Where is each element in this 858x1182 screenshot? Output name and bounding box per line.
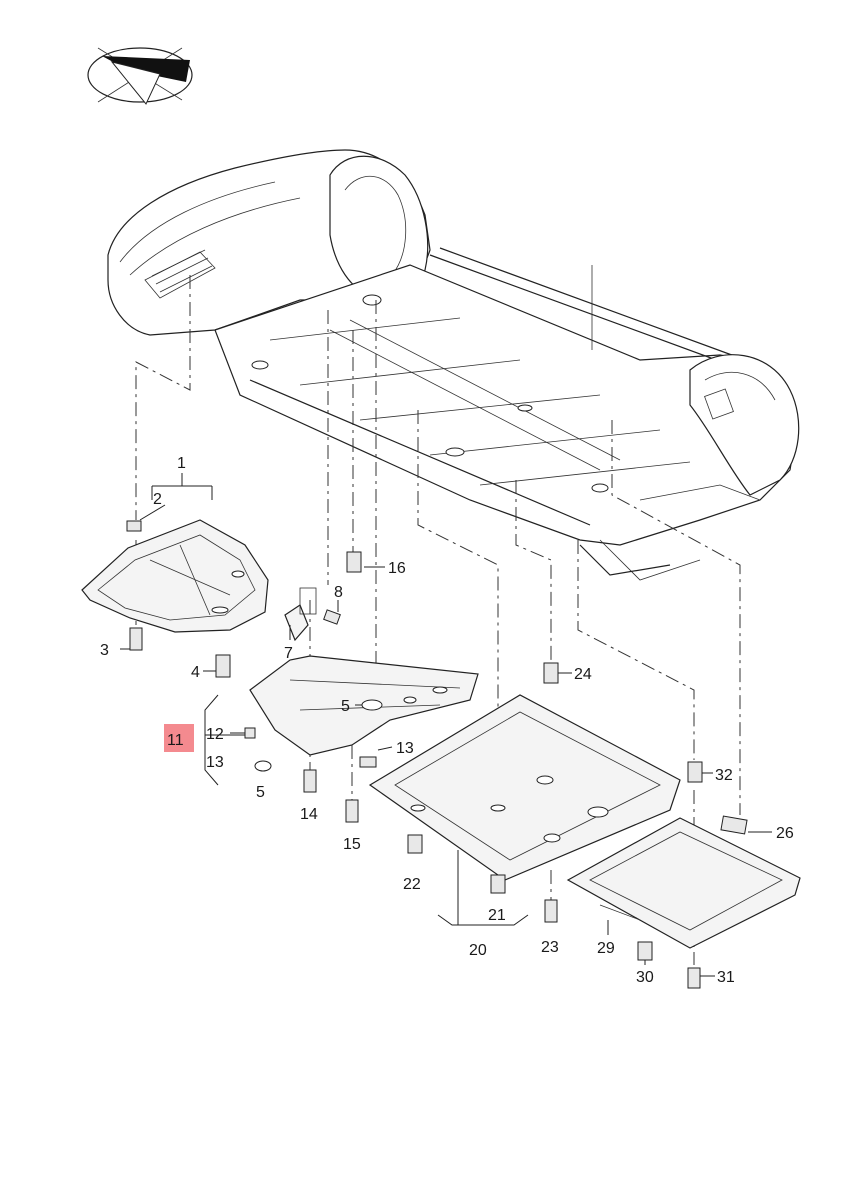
callout-11[interactable]: 11 xyxy=(167,732,184,749)
callout-3: 3 xyxy=(100,642,109,659)
callout-13-left: 13 xyxy=(206,754,224,771)
leader-lines xyxy=(120,473,772,977)
callout-20: 20 xyxy=(469,942,487,959)
callout-24: 24 xyxy=(574,666,592,683)
engine-undertray xyxy=(81,519,269,633)
callout-29: 29 xyxy=(597,940,615,957)
callout-30: 30 xyxy=(636,969,654,986)
callout-8: 8 xyxy=(334,584,343,601)
callout-2: 2 xyxy=(153,491,162,508)
callout-labels: 1 2 3 4 5 5 7 8 11 12 13 13 14 15 16 20 … xyxy=(100,455,794,986)
callout-26: 26 xyxy=(776,825,794,842)
callout-21: 21 xyxy=(488,907,506,924)
direction-arrow-icon xyxy=(87,47,193,105)
callout-16: 16 xyxy=(388,560,406,577)
rear-underbody-panel xyxy=(566,815,801,949)
highlight-box xyxy=(164,724,194,752)
callout-1: 1 xyxy=(177,455,186,472)
callout-14: 14 xyxy=(300,806,318,823)
callout-22: 22 xyxy=(403,876,421,893)
fasteners xyxy=(129,551,703,989)
callout-7: 7 xyxy=(284,645,293,662)
center-shield xyxy=(249,655,479,756)
bolt-8 xyxy=(323,609,341,625)
vehicle-underbody xyxy=(107,149,800,581)
callout-23: 23 xyxy=(541,939,559,956)
callout-13-right: 13 xyxy=(396,740,414,757)
callout-15: 15 xyxy=(343,836,361,853)
callout-12: 12 xyxy=(206,726,224,743)
callout-31: 31 xyxy=(717,969,735,986)
bracket-7 xyxy=(284,587,317,642)
callout-5-center: 5 xyxy=(341,698,350,715)
callout-5-lower: 5 xyxy=(256,784,265,801)
callout-4: 4 xyxy=(191,664,200,681)
callout-32: 32 xyxy=(715,767,733,784)
middle-underbody-panel xyxy=(368,694,681,881)
